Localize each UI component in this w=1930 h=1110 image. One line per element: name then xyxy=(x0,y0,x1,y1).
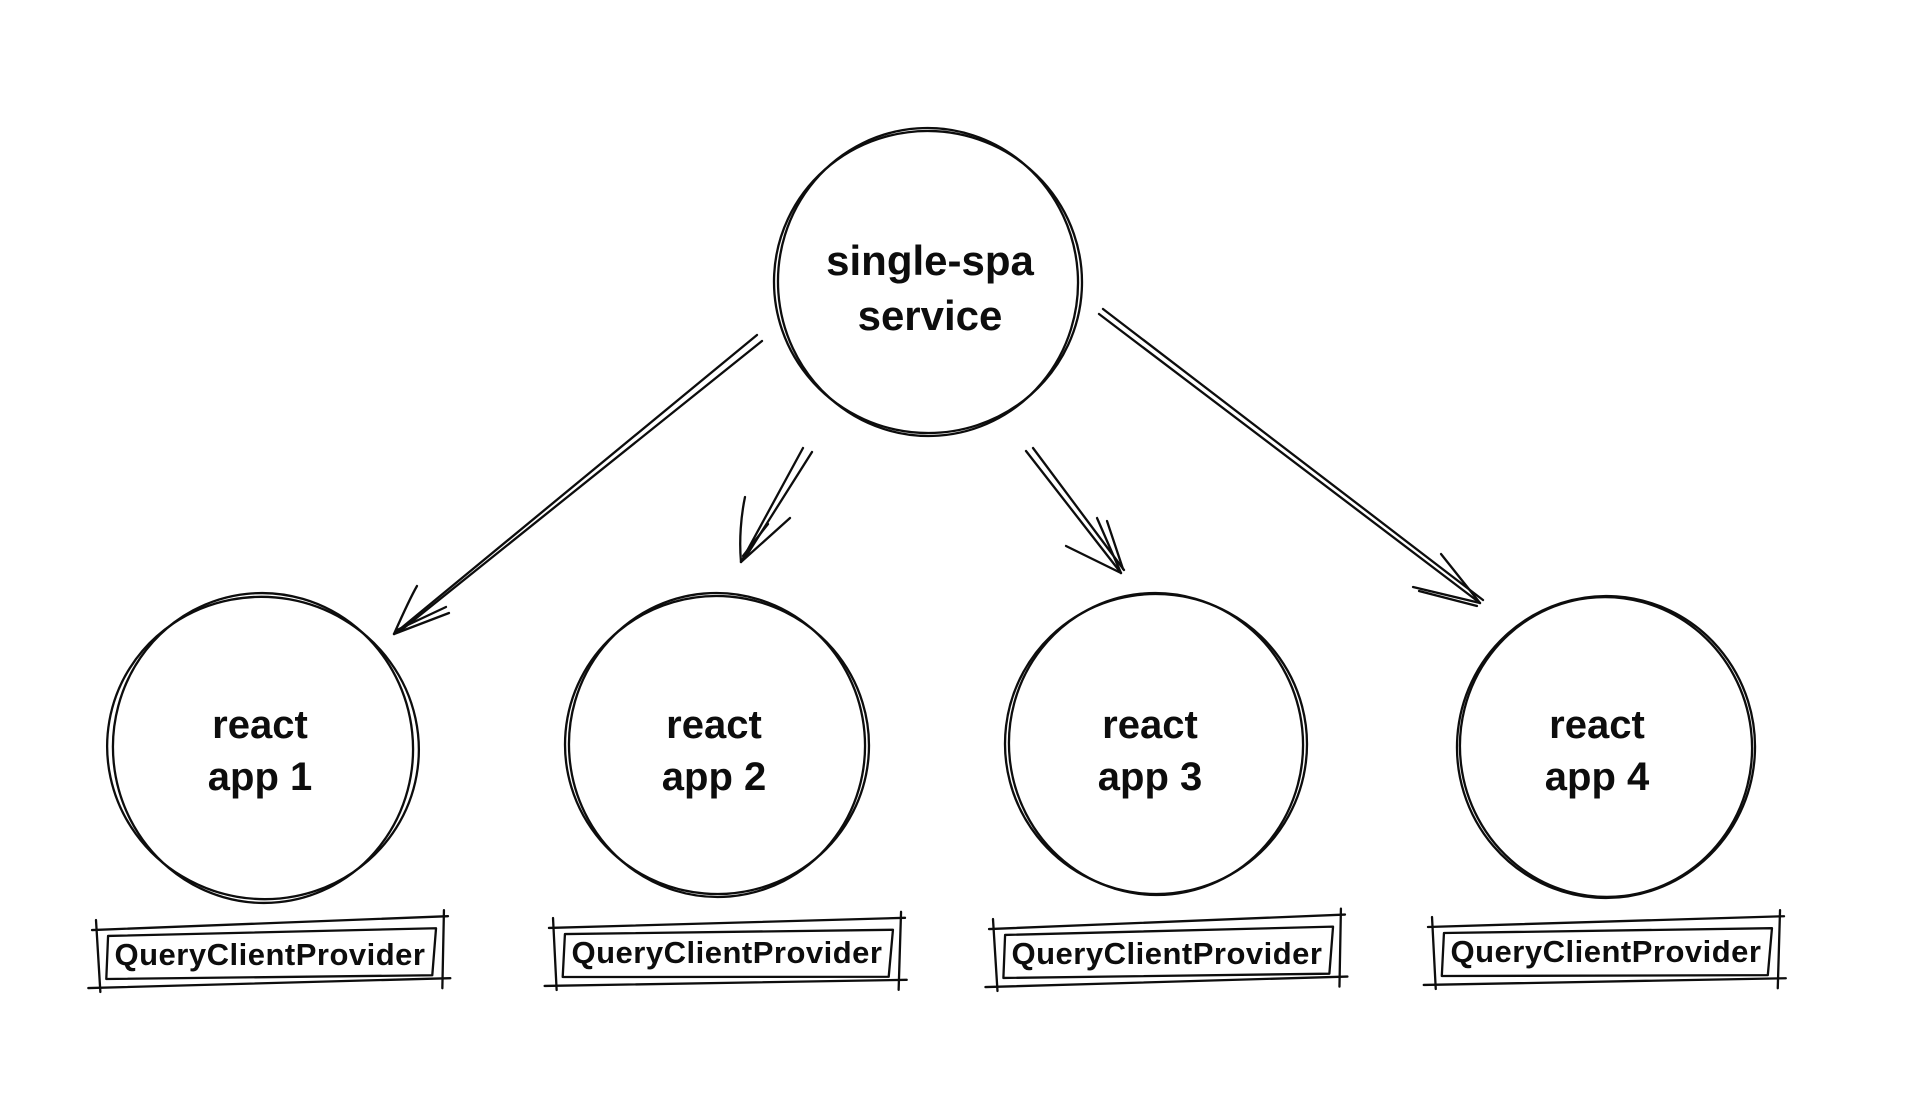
app-circle-3 xyxy=(1003,591,1309,897)
app-circle-2 xyxy=(563,591,871,899)
app-4-label-line1: react xyxy=(1549,703,1645,747)
arrow-to-app-3 xyxy=(1024,446,1126,575)
root-circle xyxy=(772,126,1084,438)
app-node-label-2: react app 2 xyxy=(662,699,766,803)
root-label-line2: service xyxy=(857,292,1003,339)
app-3-label-line1: react xyxy=(1102,703,1198,747)
root-node-label: single-spa service xyxy=(826,233,1034,343)
app-1-label-line1: react xyxy=(212,703,308,747)
app-1-label-line2: app 1 xyxy=(207,755,313,799)
app-node-label-3: react app 3 xyxy=(1098,699,1202,803)
app-2-label-line2: app 2 xyxy=(661,755,767,799)
app-node-label-4: react app 4 xyxy=(1545,699,1649,803)
arrow-to-app-1 xyxy=(392,333,764,636)
app-node-label-1: react app 1 xyxy=(208,699,312,803)
app-3-label-line2: app 3 xyxy=(1097,755,1203,799)
provider-label-2: QueryClientProvider xyxy=(571,935,883,970)
arrow-to-app-2 xyxy=(739,446,814,564)
provider-label-4: QueryClientProvider xyxy=(1450,934,1762,969)
provider-label-1: QueryClientProvider xyxy=(114,937,426,972)
app-circle-4 xyxy=(1455,594,1757,900)
app-4-label-line2: app 4 xyxy=(1544,755,1650,799)
arrow-to-app-4 xyxy=(1097,307,1485,608)
root-label-line1: single-spa xyxy=(826,237,1034,284)
provider-label-3: QueryClientProvider xyxy=(1011,936,1323,971)
app-circle-1 xyxy=(105,591,421,905)
app-2-label-line1: react xyxy=(666,703,762,747)
